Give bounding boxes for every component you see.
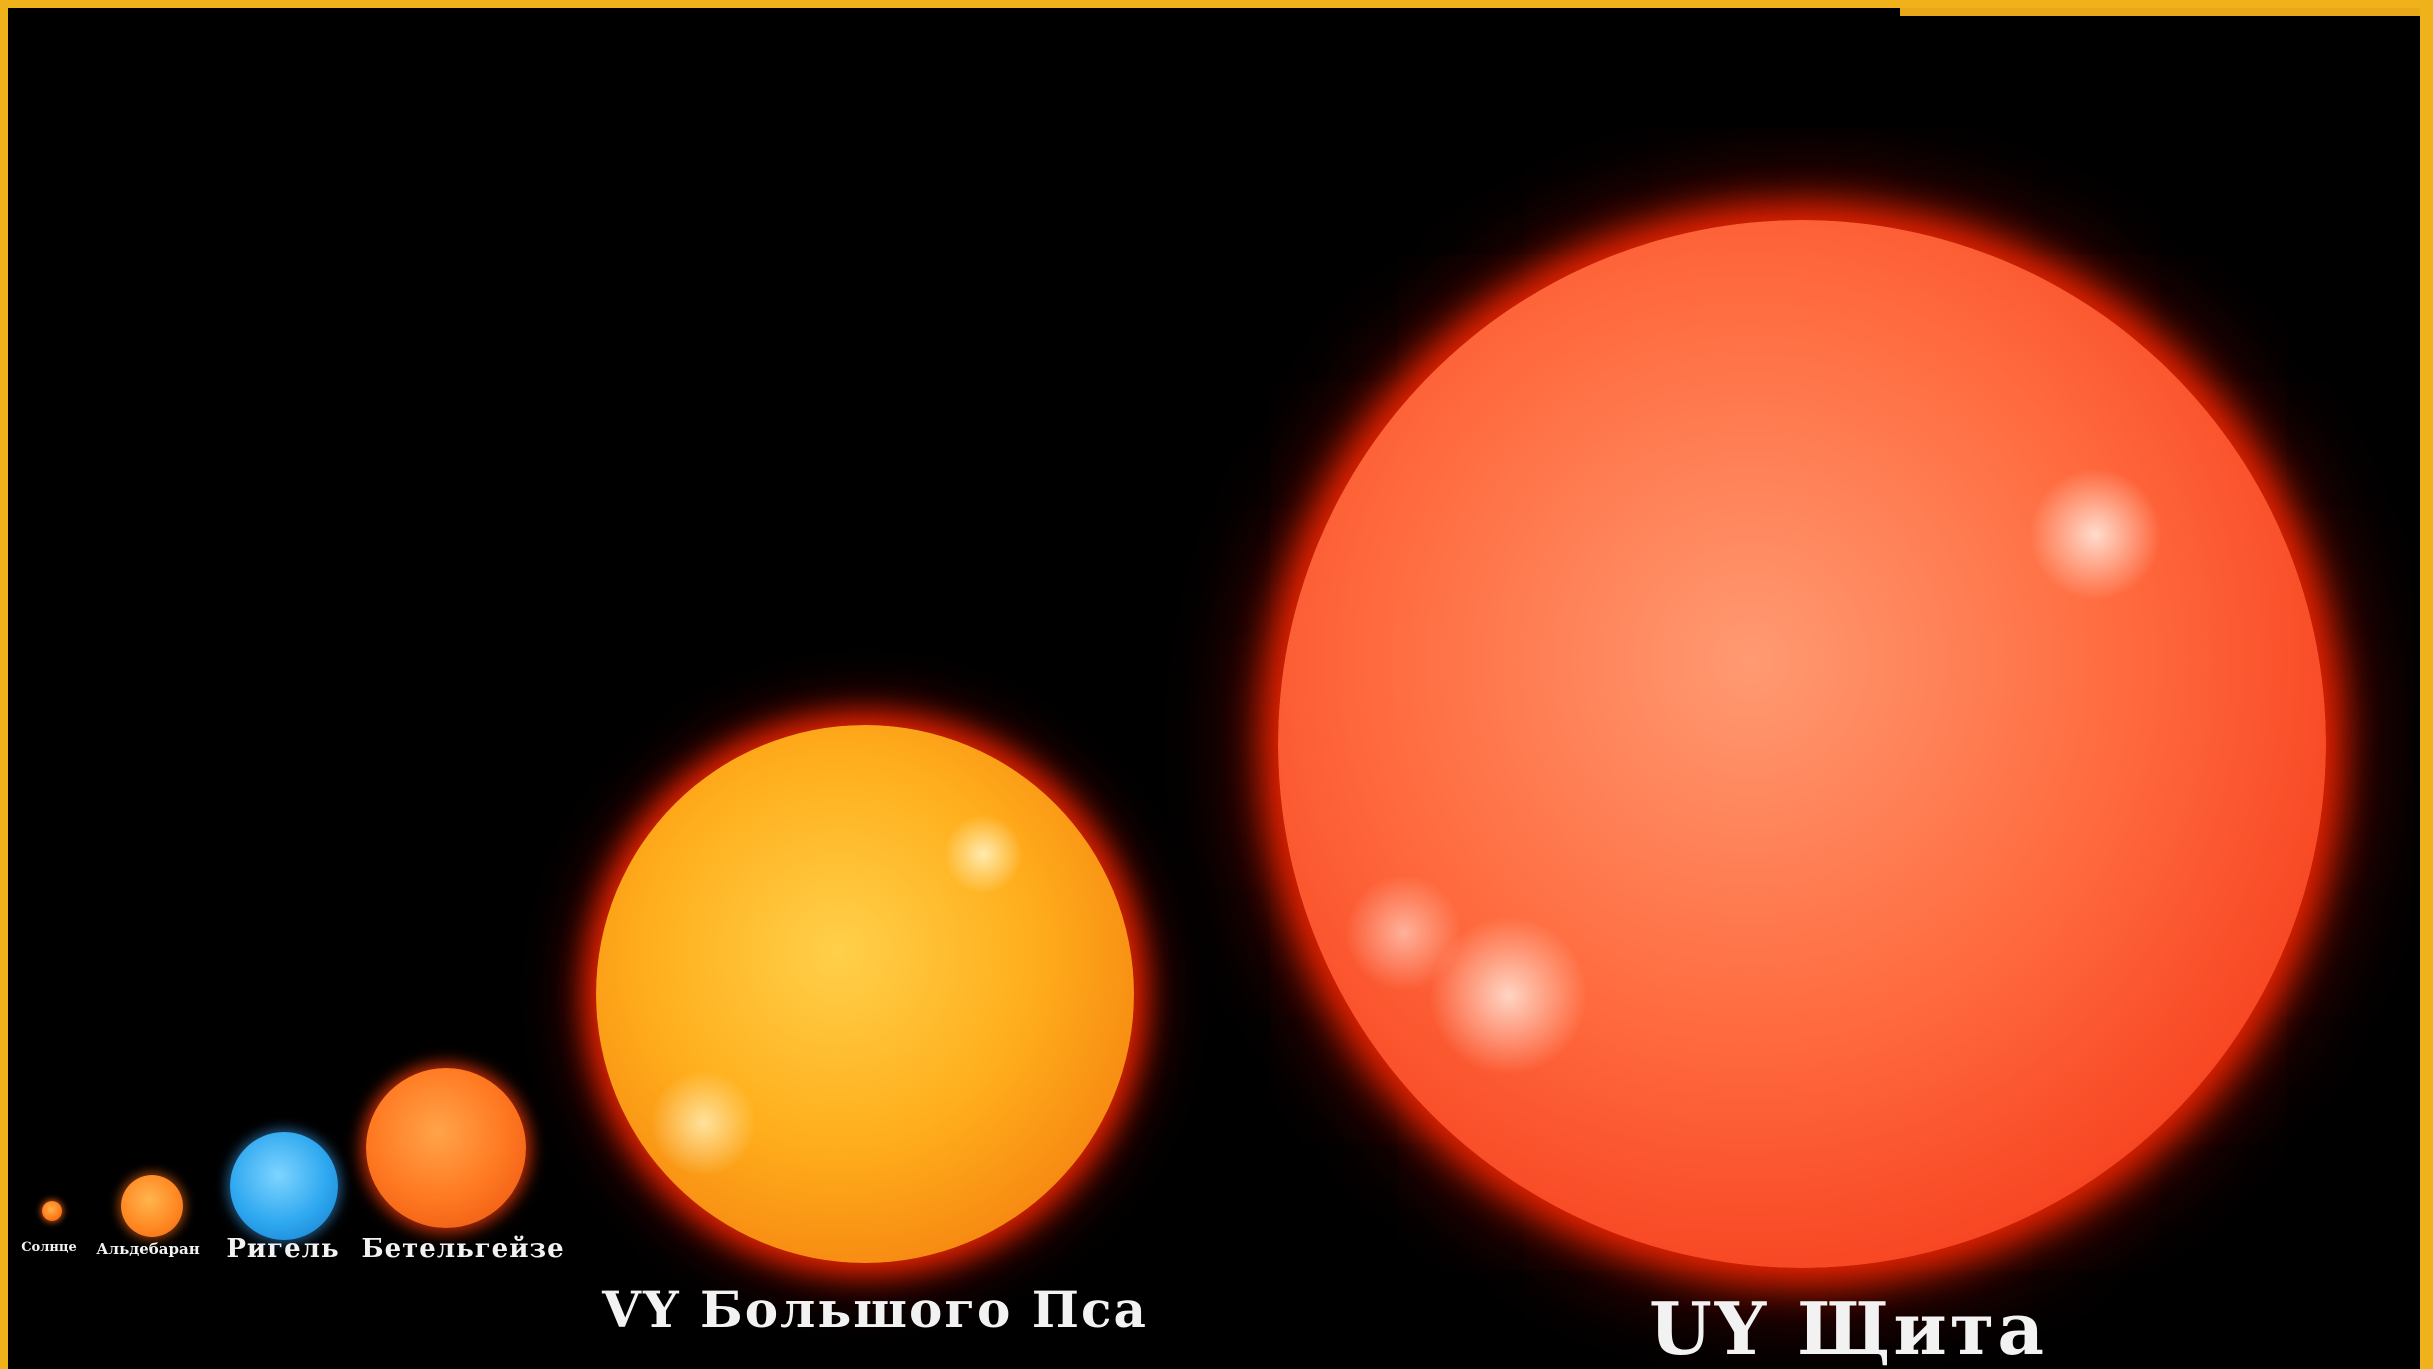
betelgeuse-label: Бетельгейзе bbox=[361, 1234, 565, 1264]
rigel-star bbox=[230, 1132, 338, 1240]
vy-canis-majoris-star bbox=[596, 725, 1134, 1263]
star-comparison-image: Солнце Альдебаран Ригель Бетельгейзе VY … bbox=[8, 8, 2420, 1369]
rigel-label: Ригель bbox=[226, 1234, 340, 1264]
sun-star bbox=[42, 1201, 62, 1221]
betelgeuse-star bbox=[366, 1068, 526, 1228]
uy-scuti-label: UY Щита bbox=[1648, 1286, 2048, 1369]
uy-scuti-star bbox=[1278, 220, 2326, 1268]
frame-accent bbox=[1900, 8, 2420, 16]
sun-label: Солнце bbox=[21, 1240, 77, 1255]
aldebaran-star bbox=[121, 1175, 183, 1237]
aldebaran-label: Альдебаран bbox=[96, 1240, 200, 1258]
vy-canis-majoris-label: VY Большого Пса bbox=[602, 1280, 1148, 1339]
